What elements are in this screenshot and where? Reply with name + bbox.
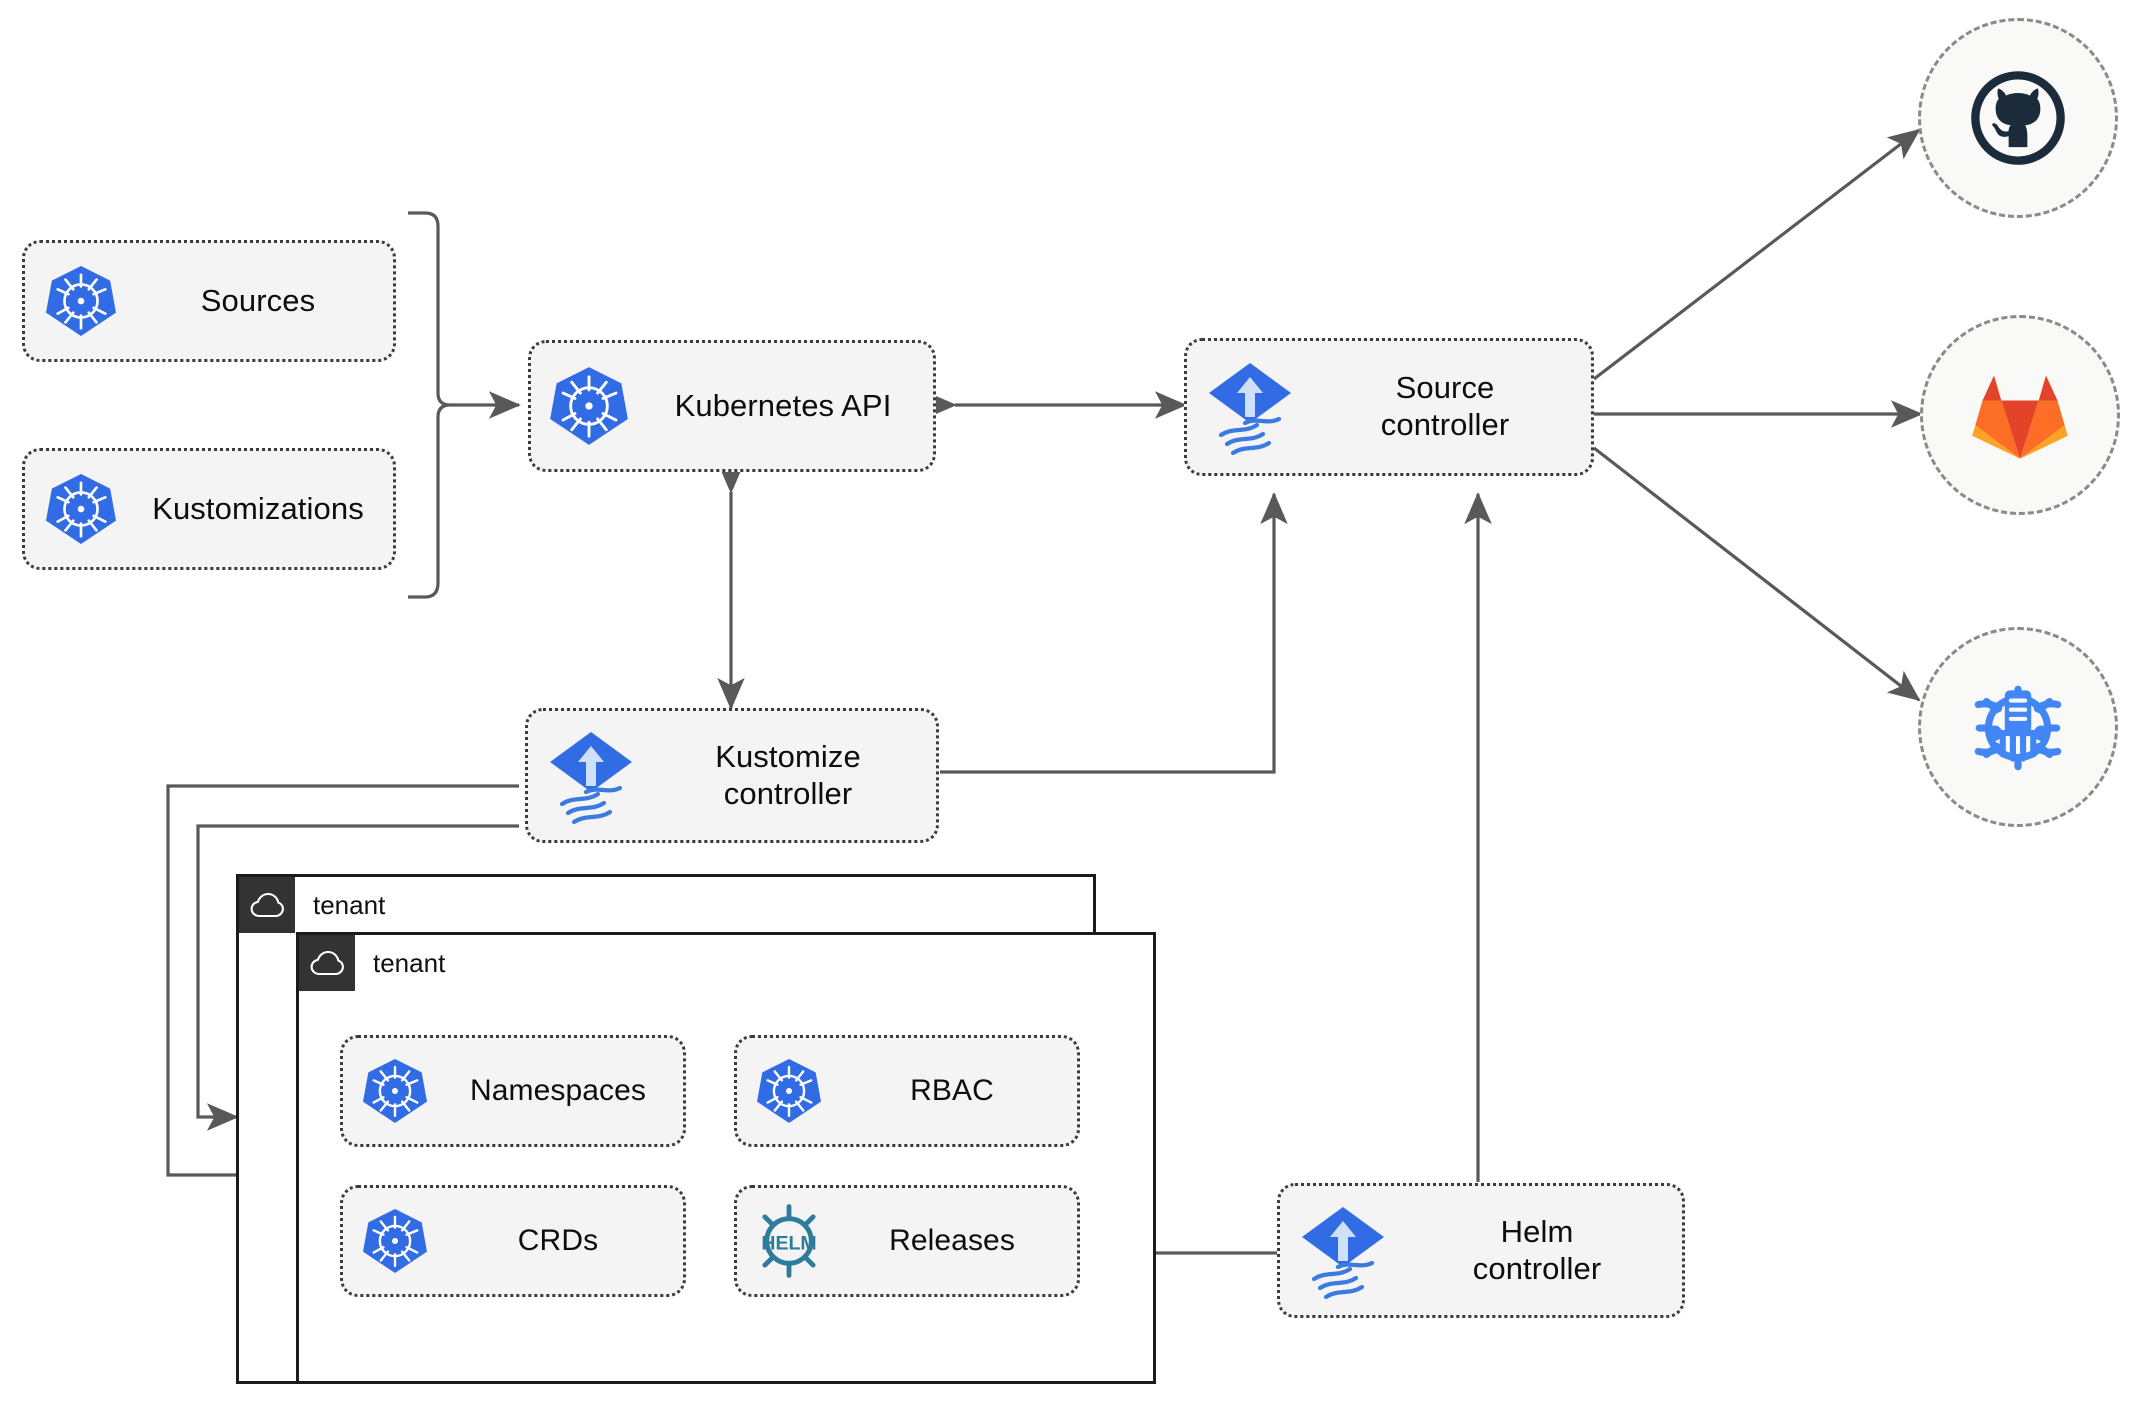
node-kubernetes-api[interactable]: Kubernetes API xyxy=(528,340,936,472)
node-label-line2: controller xyxy=(723,775,853,811)
flux-icon xyxy=(528,726,654,826)
kubernetes-icon xyxy=(25,264,137,338)
edge-kustomize-to-source-controller xyxy=(940,492,1288,774)
node-label-line2: controller xyxy=(1380,407,1510,442)
node-kustomize-controller[interactable]: Kustomize controller xyxy=(525,708,939,843)
node-label: Releases xyxy=(889,1224,1015,1258)
github-icon xyxy=(1971,71,2065,165)
helm-icon: HELM xyxy=(737,1201,841,1281)
edge-source-controller-to-bucket xyxy=(1593,446,1921,702)
node-label: Kubernetes API xyxy=(674,387,892,423)
node-label: Source controller xyxy=(1313,370,1591,443)
kubernetes-icon xyxy=(737,1057,841,1125)
kubernetes-icon xyxy=(25,472,137,546)
tenant-label: tenant xyxy=(313,889,386,920)
node-label-line1: Helm xyxy=(1500,1213,1574,1249)
node-label-line1: Kustomize xyxy=(715,738,861,774)
tenant-title-bar: tenant xyxy=(299,935,445,991)
helm-wordmark: HELM xyxy=(761,1232,816,1254)
node-label: RBAC xyxy=(910,1074,994,1108)
tenant-title-bar: tenant xyxy=(239,877,385,933)
node-label: Namespaces xyxy=(469,1074,647,1108)
node-label: Kustomize controller xyxy=(654,739,936,812)
gitlab-icon xyxy=(1972,375,2068,459)
node-kustomizations[interactable]: Kustomizations xyxy=(22,448,396,570)
cloud-icon xyxy=(239,877,295,933)
tenant-label: tenant xyxy=(373,947,446,978)
flux-icon xyxy=(1187,357,1313,457)
endpoint-helm-repository[interactable] xyxy=(1918,627,2118,827)
endpoint-github[interactable] xyxy=(1918,18,2118,218)
edge-source-controller-to-github xyxy=(1593,128,1921,381)
node-label: Kustomizations xyxy=(152,490,364,526)
node-helm-controller[interactable]: Helm controller xyxy=(1277,1183,1685,1318)
kubernetes-icon xyxy=(531,365,647,447)
node-crds[interactable]: CRDs xyxy=(340,1185,686,1297)
node-releases[interactable]: HELM Releases xyxy=(734,1185,1080,1297)
node-label-line1: Source xyxy=(1395,370,1495,406)
node-rbac[interactable]: RBAC xyxy=(734,1035,1080,1147)
node-label-line2: controller xyxy=(1472,1250,1602,1286)
helm-repository-icon xyxy=(1974,685,2062,771)
endpoint-gitlab[interactable] xyxy=(1920,315,2120,515)
node-label: Sources xyxy=(200,282,316,318)
cloud-icon xyxy=(299,935,355,991)
node-label: CRDs xyxy=(517,1224,599,1258)
node-label: Helm controller xyxy=(1406,1214,1682,1287)
node-source-controller[interactable]: Source controller xyxy=(1184,338,1594,476)
kubernetes-icon xyxy=(343,1057,447,1125)
node-sources[interactable]: Sources xyxy=(22,240,396,362)
flux-icon xyxy=(1280,1201,1406,1301)
kubernetes-icon xyxy=(343,1207,447,1275)
edge-sources-bracket xyxy=(408,211,451,599)
tenant-container-front: tenant xyxy=(296,932,1156,1384)
node-namespaces[interactable]: Namespaces xyxy=(340,1035,686,1147)
